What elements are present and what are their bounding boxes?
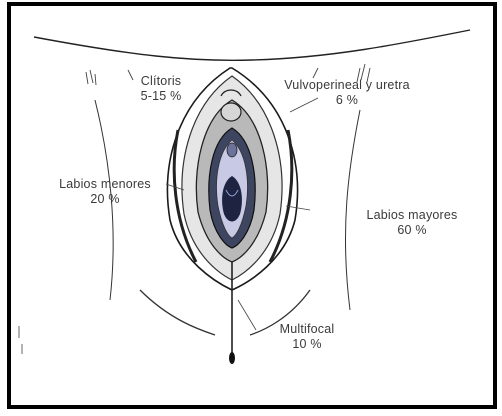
label-labios-mayores-name: Labios mayores bbox=[342, 208, 482, 223]
label-labios-menores: Labios menores 20 % bbox=[40, 177, 170, 207]
label-vulvoperineal: Vulvoperineal y uretra 6 % bbox=[262, 78, 432, 108]
label-labios-menores-name: Labios menores bbox=[40, 177, 170, 192]
label-multifocal: Multifocal 10 % bbox=[262, 322, 352, 352]
left-groin-line bbox=[140, 290, 215, 335]
urethra bbox=[227, 143, 237, 157]
label-multifocal-pct: 10 % bbox=[262, 337, 352, 352]
label-labios-mayores: Labios mayores 60 % bbox=[342, 208, 482, 238]
clitoris bbox=[221, 103, 241, 121]
label-multifocal-name: Multifocal bbox=[262, 322, 352, 337]
side-marks bbox=[19, 326, 22, 354]
label-clitoris-pct: 5-15 % bbox=[126, 89, 196, 104]
label-labios-menores-pct: 20 % bbox=[40, 192, 170, 207]
waist-line bbox=[34, 30, 470, 60]
label-clitoris: Clítoris 5-15 % bbox=[126, 74, 196, 104]
label-vulvoperineal-name: Vulvoperineal y uretra bbox=[262, 78, 432, 93]
label-clitoris-name: Clítoris bbox=[126, 74, 196, 89]
label-labios-mayores-pct: 60 % bbox=[342, 223, 482, 238]
anus bbox=[229, 352, 235, 364]
label-vulvoperineal-pct: 6 % bbox=[262, 93, 432, 108]
